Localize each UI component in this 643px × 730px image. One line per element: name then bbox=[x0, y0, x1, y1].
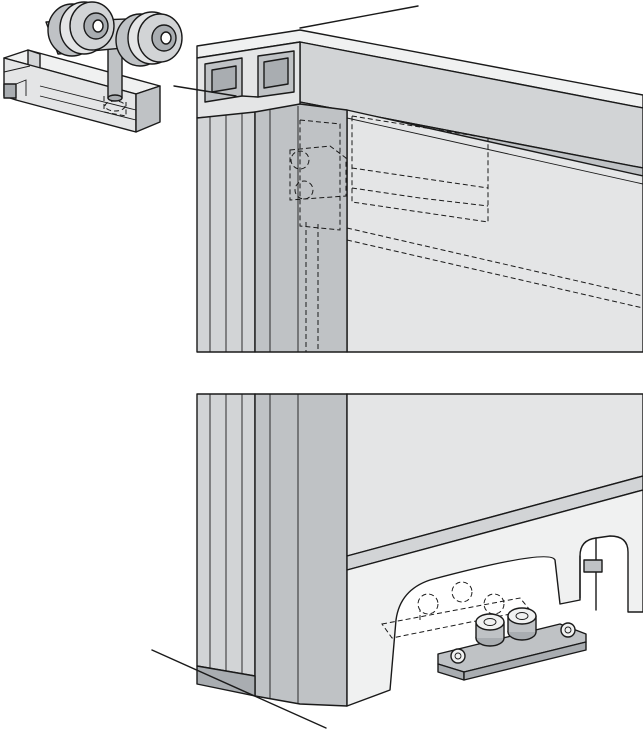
carriage-wheel-left bbox=[47, 1, 115, 57]
guide-roller-right bbox=[507, 607, 537, 641]
roller-carriage bbox=[45, 1, 183, 102]
guide-roller-left bbox=[475, 613, 505, 647]
carriage-wheel-right bbox=[115, 11, 183, 67]
ceiling-line bbox=[299, 5, 419, 29]
insertion-guide-line bbox=[173, 85, 237, 97]
sliding-door-panel-lower bbox=[346, 393, 643, 707]
door-stile-profile-lower bbox=[196, 393, 348, 707]
door-stile-profile-upper bbox=[196, 103, 348, 353]
bottom-roller-guide bbox=[437, 607, 587, 681]
floor-line bbox=[151, 649, 327, 729]
